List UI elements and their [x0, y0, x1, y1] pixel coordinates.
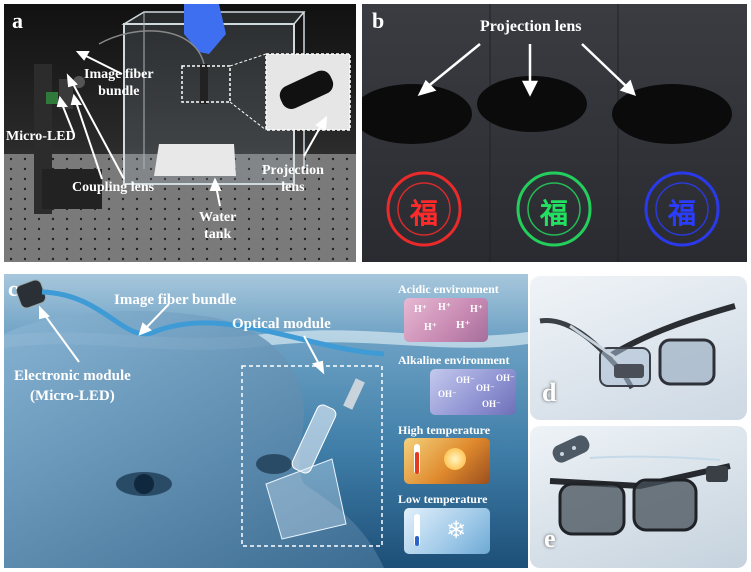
lens-shadows	[362, 76, 732, 144]
panel-d-letter: d	[542, 378, 557, 407]
h-plus-2: H⁺	[438, 302, 452, 313]
emblem-green	[516, 171, 592, 247]
optical-module-box	[241, 365, 383, 547]
label-water-tank: Water tank	[199, 210, 237, 242]
eye-right	[256, 454, 292, 474]
panel-d: d	[530, 276, 747, 420]
h-plus-1: H⁺	[414, 304, 428, 315]
fiber-cable-c	[41, 289, 385, 357]
face-silhouette	[4, 310, 384, 568]
label-electronic-module: Electronic module (Micro-LED)	[14, 368, 131, 404]
env-acidic-label: Acidic environment	[398, 282, 499, 296]
emblem-char-red: 福	[410, 199, 439, 230]
label-coupling-lens: Coupling lens	[72, 180, 155, 195]
oh-2: OH⁻	[456, 375, 475, 385]
glasses-render-d	[539, 303, 736, 390]
env-high-temp-label: High temperature	[398, 423, 491, 437]
label-micro-led: Micro-LED	[6, 129, 76, 144]
panel-a-letter: a	[12, 8, 23, 33]
env-high-temp-thumb	[404, 438, 490, 484]
glasses-render-e	[549, 435, 731, 536]
label-image-fiber: Image fiber bundle	[84, 67, 154, 99]
label-image-fiber-bundle: Image fiber bundle	[114, 292, 237, 308]
oh-3: OH⁻	[476, 383, 495, 393]
panel-a-photo	[4, 4, 356, 262]
panel-a-arrows	[56, 51, 328, 207]
panel-b-letter: b	[372, 8, 385, 33]
oh-4: OH⁻	[482, 399, 501, 409]
panel-c-letter: c	[8, 276, 18, 301]
panel-b-photo	[362, 4, 747, 262]
oh-1: OH⁻	[438, 389, 457, 399]
panel-c-arrows	[39, 303, 325, 375]
h-plus-5: H⁺	[470, 304, 484, 315]
h-plus-4: H⁺	[424, 322, 438, 333]
snowflake-icon: ❄	[446, 516, 467, 544]
glove	[184, 4, 226, 54]
label-projection-lens-b: Projection lens	[480, 18, 582, 35]
panel-b: b Projection lens 福 福 福	[362, 4, 747, 262]
optical-rail	[34, 64, 102, 214]
panel-e: e	[530, 426, 747, 568]
env-acidic-thumb: H⁺ H⁺ H⁺ H⁺ H⁺	[404, 298, 488, 342]
env-alkaline-thumb: OH⁻ OH⁻ OH⁻ OH⁻ OH⁻	[430, 369, 516, 415]
panel-a: a Image fiber bundle Micro-LED Coupling …	[4, 4, 356, 262]
env-low-temp-label: Low temperature	[398, 492, 488, 506]
water-tank	[121, 11, 306, 185]
oh-5: OH⁻	[496, 373, 515, 383]
thermometer-hot-icon	[414, 444, 420, 474]
panel-b-arrows	[417, 43, 636, 97]
h-plus-3: H⁺	[456, 319, 471, 331]
panel-e-letter: e	[544, 524, 556, 553]
label-optical-module: Optical module	[232, 316, 331, 332]
panel-c: c Image fiber bundle Optical module Elec…	[4, 274, 528, 568]
thermometer-cold-icon	[414, 514, 420, 546]
fiber-cable	[98, 30, 205, 65]
label-projection-lens: Projection lens	[262, 163, 324, 195]
env-alkaline-label: Alkaline environment	[398, 353, 510, 367]
emblem-red	[386, 171, 462, 247]
sun-icon	[444, 448, 466, 470]
env-low-temp-thumb: ❄	[404, 508, 490, 554]
emblem-blue	[644, 171, 720, 247]
emblem-char-blue: 福	[668, 199, 697, 230]
emblem-char-green: 福	[540, 199, 569, 230]
